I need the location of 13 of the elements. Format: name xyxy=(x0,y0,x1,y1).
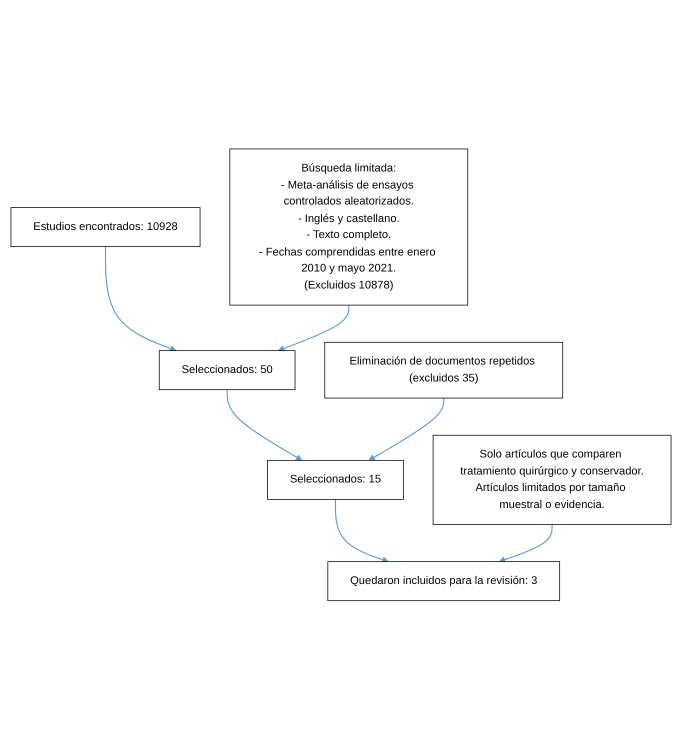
node-box: Seleccionados: 50 xyxy=(158,350,296,390)
node-box: Eliminación de documentos repetidos (excluidos 35) xyxy=(324,342,564,398)
node-box: Estudios encontrados: 10928 xyxy=(10,206,200,247)
arrow xyxy=(278,304,350,352)
arrow xyxy=(226,389,302,460)
arrow xyxy=(368,398,444,460)
arrow xyxy=(498,524,553,562)
arrow xyxy=(334,499,389,562)
node-box: Seleccionados: 15 xyxy=(267,460,404,500)
arrow xyxy=(104,246,176,352)
node-box: Solo artículos que comparen tratamiento quirúrgico y conservador. Artículos limitados por tamaño muestral o evidencia. xyxy=(432,434,672,525)
node-box: Búsqueda limitada: - Meta-análisis de ensayos controlados aleatorizados. - Inglés y castellano. - Texto completo. - Fechas comprendidas entre enero 2010 y mayo 2021. (Excluidos 10878) xyxy=(229,148,468,306)
node-box: Quedaron incluidos para la revisión: 3 xyxy=(327,560,560,601)
